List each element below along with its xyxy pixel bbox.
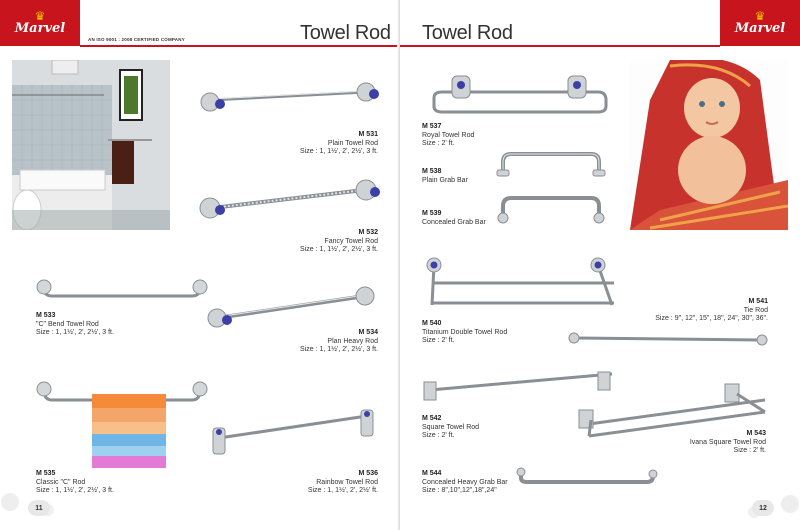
header-rule — [400, 45, 720, 47]
right-page: ♛ Marvel Towel Rod M 537 Royal Towel Rod… — [400, 0, 800, 530]
product-name: Royal Towel Rod — [422, 131, 475, 139]
classic-c-rod-image — [36, 381, 208, 468]
decorative-bubbles — [1, 493, 54, 516]
product-name: Concealed Heavy Grab Bar — [422, 478, 508, 486]
product-code: M 536 — [358, 470, 378, 477]
brand-name: Marvel — [14, 21, 66, 36]
product-m544: M 544 Concealed Heavy Grab Bar Size : 8"… — [422, 470, 508, 496]
header-rule — [80, 45, 400, 47]
product-code: M 541 — [748, 298, 768, 305]
concealed-heavy-grab-bar-image — [516, 467, 658, 484]
product-m537: M 537 Royal Towel Rod Size : 2' ft. — [422, 123, 474, 149]
product-m541: M 541 Tie Rod Size : 9", 12", 15", 18", … — [640, 298, 768, 324]
page-number: 12 — [752, 500, 774, 516]
product-m543: M 543 Ivana Square Towel Rod Size : 2' f… — [660, 430, 766, 456]
c-bend-towel-rod-image — [36, 279, 208, 298]
product-name: Classic "C" Rod — [36, 478, 86, 486]
product-m540: M 540 Titanium Double Towel Rod Size : 2… — [422, 320, 507, 346]
product-name: Ivana Square Towel Rod — [689, 438, 766, 446]
product-size: Size : 1, 1½', 2', 2½', 3 ft. — [300, 148, 378, 155]
brand-name: Marvel — [734, 21, 786, 36]
product-size: Size : 2' ft. — [422, 337, 455, 344]
product-size: Size : 1, 1½', 2', 2½', 3 ft. — [36, 329, 114, 336]
product-name: Concealed Grab Bar — [422, 218, 486, 226]
product-code: M 533 — [36, 312, 56, 319]
brand-logo: ♛ Marvel — [0, 0, 80, 46]
product-m532: M 532 Fancy Towel Rod Size : 1, 1½', 2',… — [280, 229, 378, 255]
product-name: Tie Rod — [743, 306, 768, 314]
product-size: Size : 1, 1½', 2', 2½' ft. — [307, 487, 378, 494]
product-m534: M 534 Plan Heavy Rod Size : 1, 1½', 2', … — [280, 329, 378, 355]
product-size: Size : 2' ft. — [422, 140, 455, 147]
tie-rod-image — [568, 332, 768, 346]
fancy-towel-rod-image — [199, 179, 380, 219]
product-code: M 534 — [358, 329, 378, 336]
product-code: M 535 — [36, 470, 56, 477]
crown-icon: ♛ — [754, 9, 766, 23]
royal-towel-rod-image — [432, 75, 608, 114]
brand-logo: ♛ Marvel — [720, 0, 800, 46]
page-title: Towel Rod — [300, 22, 391, 44]
product-size: Size : 9", 12", 15", 18", 24", 30", 36". — [655, 315, 768, 322]
product-size: Size : 1, 1½', 2', 2½', 3 ft. — [300, 246, 378, 253]
product-code: M 542 — [422, 415, 442, 422]
page-number: 11 — [28, 500, 50, 516]
product-name: "C" Bend Towel Rod — [36, 320, 99, 328]
product-code: M 532 — [358, 229, 378, 236]
concealed-grab-bar-image — [497, 196, 605, 224]
product-m539: M 539 Concealed Grab Bar — [422, 210, 486, 227]
bathroom-illustration — [12, 60, 170, 230]
product-m536: M 536 Rainbow Towel Rod Size : 1, 1½', 2… — [282, 470, 378, 496]
product-name: Rainbow Towel Rod — [316, 478, 378, 486]
product-m535: M 535 Classic "C" Rod Size : 1, 1½', 2',… — [36, 470, 114, 496]
product-size: Size : 2' ft. — [733, 447, 766, 454]
baby-photo — [630, 60, 788, 230]
product-name: Titanium Double Towel Rod — [422, 328, 508, 336]
page-title: Towel Rod — [422, 22, 513, 44]
ivana-square-towel-rod-image — [578, 383, 766, 438]
product-size: Size : 8",10",12",18",24" — [422, 487, 497, 494]
product-m542: M 542 Square Towel Rod Size : 2' ft. — [422, 415, 479, 441]
product-name: Plain Towel Rod — [327, 139, 378, 147]
product-code: M 544 — [422, 470, 442, 477]
product-name: Square Towel Rod — [422, 423, 480, 431]
decorative-bubbles — [748, 495, 799, 518]
rainbow-towel-rod-image — [212, 409, 374, 455]
product-size: Size : 2' ft. — [422, 432, 455, 439]
product-m538: M 538 Plain Grab Bar — [422, 168, 468, 185]
product-size: Size : 1, 1½', 2', 2½', 3 ft. — [36, 487, 114, 494]
striped-towel — [92, 394, 166, 468]
product-code: M 531 — [358, 131, 378, 138]
bathroom-photo — [12, 60, 170, 230]
baby-illustration — [630, 60, 788, 230]
product-name: Plan Heavy Rod — [327, 337, 378, 345]
product-m531: M 531 Plain Towel Rod Size : 1, 1½', 2',… — [280, 131, 378, 157]
product-code: M 539 — [422, 210, 442, 217]
titanium-double-towel-rod-image — [426, 257, 614, 306]
square-towel-rod-image — [423, 371, 613, 401]
product-m533: M 533 "C" Bend Towel Rod Size : 1, 1½', … — [36, 312, 114, 338]
certification-text: AN ISO 9001 : 2008 CERTIFIED COMPANY — [88, 37, 185, 42]
left-page: ♛ Marvel AN ISO 9001 : 2008 CERTIFIED CO… — [0, 0, 400, 516]
crown-icon: ♛ — [34, 9, 46, 23]
product-code: M 540 — [422, 320, 442, 327]
plain-grab-bar-image — [496, 152, 606, 177]
product-size: Size : 1, 1½', 2', 2½', 3 ft. — [300, 346, 378, 353]
product-name: Plain Grab Bar — [422, 176, 468, 184]
product-name: Fancy Towel Rod — [324, 237, 378, 245]
product-code: M 537 — [422, 123, 442, 130]
plain-towel-rod-image — [200, 82, 379, 112]
product-code: M 538 — [422, 168, 442, 175]
product-code: M 543 — [746, 430, 766, 437]
plan-heavy-rod-image — [207, 286, 375, 328]
